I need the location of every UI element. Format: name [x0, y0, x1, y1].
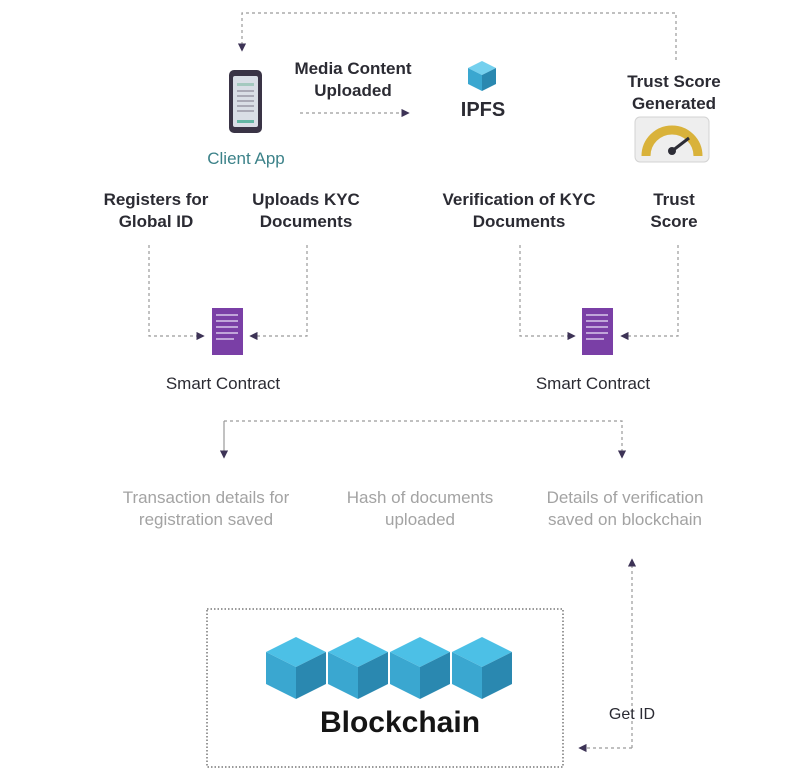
media-upload-line2: Uploaded [314, 81, 392, 100]
verif-details-line2: saved on blockchain [547, 510, 703, 529]
trust-score-line1: Trust [653, 190, 695, 209]
trust-score-generated-line2: Generated [631, 94, 717, 113]
get-id-label: Get ID [608, 706, 656, 723]
trust-score-line2: Score [650, 212, 698, 231]
uploads-kyc-line1: Uploads KYC [252, 190, 360, 209]
ipfs-label: IPFS [460, 99, 506, 121]
verif-details-line1: Details of verification [546, 488, 704, 507]
client-app-label: Client App [207, 149, 285, 168]
tx-details-line1: Transaction details for [122, 488, 290, 507]
uploads-kyc-label: Uploads KYC Documents [244, 189, 368, 233]
blockchain-cube-icon-2 [328, 637, 388, 699]
arrow-uploads-to-contract [249, 245, 308, 341]
registers-line1: Registers for [103, 190, 209, 209]
blockchain-cube-icon-3 [390, 637, 450, 699]
arrow-registers-to-contract [148, 245, 205, 341]
trust-score-label: Trust Score [634, 189, 714, 233]
hash-docs-line1: Hash of documents [346, 488, 494, 507]
blockchain-label: Blockchain [319, 706, 481, 739]
blockchain-cube-icon-4 [452, 637, 512, 699]
tx-details-line2: registration saved [138, 510, 274, 529]
contract-icon-left [212, 308, 243, 355]
arrow-contracts-to-records [223, 420, 627, 459]
smart-contract-right-label: Smart Contract [535, 374, 651, 393]
phone-icon [229, 70, 262, 133]
media-upload-line1: Media Content [294, 59, 412, 78]
trust-score-generated-label: Trust Score Generated [614, 71, 734, 115]
arrow-trust-to-client [237, 12, 677, 60]
registers-label: Registers for Global ID [94, 189, 218, 233]
smart-contract-left-label: Smart Contract [165, 374, 281, 393]
verification-kyc-label: Verification of KYC Documents [434, 189, 604, 233]
uploads-kyc-line2: Documents [259, 212, 353, 231]
contract-icon-right [582, 308, 613, 355]
tx-details-label: Transaction details for registration sav… [106, 487, 306, 531]
verification-kyc-line2: Documents [472, 212, 566, 231]
verification-kyc-line1: Verification of KYC [442, 190, 596, 209]
gauge-icon [634, 116, 710, 163]
arrow-verification-to-contract [519, 245, 576, 341]
media-upload-label: Media Content Uploaded [283, 58, 423, 102]
verif-details-label: Details of verification saved on blockch… [528, 487, 722, 531]
blockchain-cube-icon-1 [266, 637, 326, 699]
hash-docs-line2: uploaded [385, 510, 455, 529]
blockchain-frame [206, 608, 564, 768]
ipfs-cube-icon [468, 61, 496, 91]
trust-score-generated-line1: Trust Score [627, 72, 721, 91]
arrow-trustscore-to-contract [620, 245, 679, 341]
registers-line2: Global ID [118, 212, 194, 231]
hash-docs-label: Hash of documents uploaded [330, 487, 510, 531]
